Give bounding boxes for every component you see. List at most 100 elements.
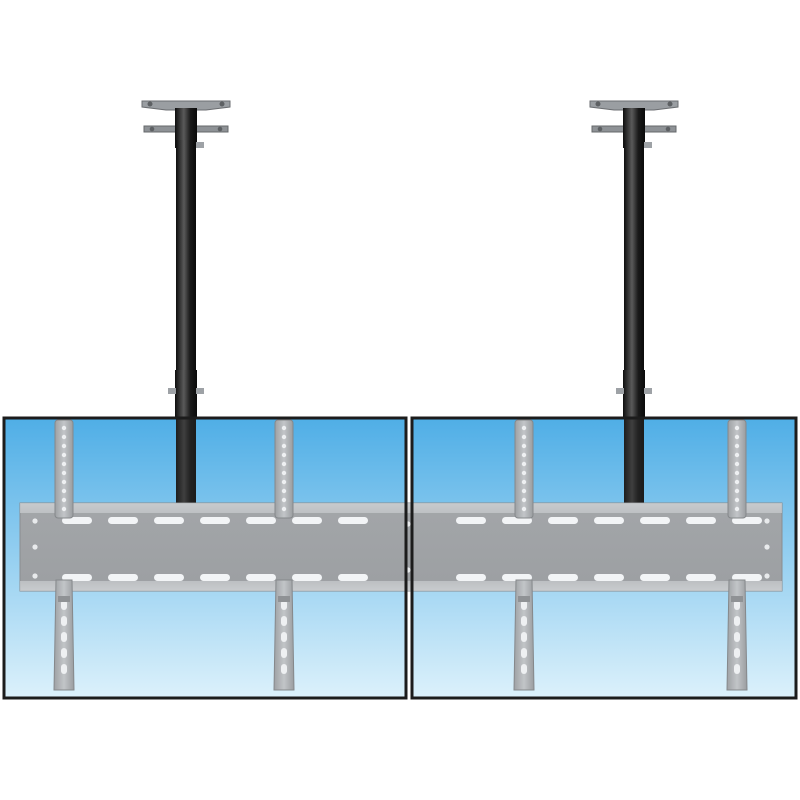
rail-slot bbox=[338, 574, 368, 581]
bracket-hole bbox=[61, 461, 67, 467]
pole-shaft-lower bbox=[176, 418, 196, 505]
rail-slot bbox=[62, 517, 92, 524]
bracket-hook bbox=[731, 596, 743, 602]
plate-hole bbox=[667, 101, 673, 107]
ceiling-poles bbox=[141, 100, 679, 505]
screen-right-frame bbox=[410, 416, 798, 700]
rail-top-lip bbox=[20, 503, 782, 513]
rail-slot bbox=[154, 574, 184, 581]
pole-assembly-1 bbox=[141, 100, 231, 505]
rail-slot bbox=[548, 574, 578, 581]
rail-slot bbox=[686, 574, 716, 581]
bracket-hole bbox=[734, 479, 740, 485]
collar-bolt bbox=[168, 388, 176, 394]
sleeve-bolt bbox=[196, 142, 204, 148]
bracket-hole bbox=[281, 479, 287, 485]
rail-hole bbox=[32, 573, 38, 579]
sleeve-bolt bbox=[644, 142, 652, 148]
bracket-hole bbox=[734, 452, 740, 458]
bracket-slot bbox=[61, 632, 67, 642]
mounting-rail bbox=[19, 502, 783, 592]
rail-slot bbox=[640, 517, 670, 524]
bracket-slot bbox=[521, 600, 527, 610]
bracket-slot bbox=[734, 648, 740, 658]
rail-slot bbox=[246, 517, 276, 524]
rail-hole bbox=[32, 544, 38, 550]
bracket-hole bbox=[521, 443, 527, 449]
pole-sleeve bbox=[623, 108, 645, 148]
bracket-hook bbox=[58, 596, 70, 602]
bracket-hole bbox=[734, 443, 740, 449]
bracket-slot bbox=[61, 648, 67, 658]
bracket-hole bbox=[61, 443, 67, 449]
bracket-hole bbox=[521, 488, 527, 494]
pole-assembly-2 bbox=[589, 100, 679, 505]
collar-bolt bbox=[196, 388, 204, 394]
bracket-hook bbox=[278, 596, 290, 602]
pole-shaft-lower bbox=[624, 418, 644, 505]
bracket-hole bbox=[61, 425, 67, 431]
bracket-slot bbox=[521, 616, 527, 626]
plate-hole bbox=[217, 126, 223, 132]
plate-hole bbox=[595, 101, 601, 107]
ceiling-plate bbox=[141, 100, 231, 111]
rail-hole bbox=[32, 518, 38, 524]
bracket-hole bbox=[281, 452, 287, 458]
rail-slot bbox=[292, 574, 322, 581]
bracket-hole bbox=[61, 497, 67, 503]
bracket-slot bbox=[281, 600, 287, 610]
rail-bottom-lip bbox=[20, 581, 782, 591]
bracket-4 bbox=[726, 419, 748, 691]
bracket-arm-upper bbox=[274, 419, 294, 519]
rail-slot bbox=[62, 574, 92, 581]
bracket-hole bbox=[734, 425, 740, 431]
pole-sleeve bbox=[175, 108, 197, 148]
plate-hole bbox=[219, 101, 225, 107]
screen-left-frame bbox=[2, 416, 408, 700]
bracket-slot bbox=[281, 632, 287, 642]
bracket-slot bbox=[734, 616, 740, 626]
bracket-arm-upper bbox=[727, 419, 747, 519]
plate-hole bbox=[665, 126, 671, 132]
bracket-hook bbox=[518, 596, 530, 602]
bracket-slot bbox=[734, 664, 740, 674]
bracket-hole bbox=[521, 452, 527, 458]
rail-slot bbox=[732, 574, 762, 581]
bracket-slot bbox=[281, 648, 287, 658]
bracket-hole bbox=[281, 443, 287, 449]
bracket-hole bbox=[734, 497, 740, 503]
tv-brackets bbox=[53, 419, 748, 691]
rail-hole bbox=[764, 518, 770, 524]
bracket-slot bbox=[281, 664, 287, 674]
pole-collar bbox=[623, 370, 645, 418]
rail-slot bbox=[108, 517, 138, 524]
rail-slot bbox=[640, 574, 670, 581]
bracket-slot bbox=[521, 648, 527, 658]
bracket-slot bbox=[521, 664, 527, 674]
bracket-hole bbox=[734, 461, 740, 467]
bracket-hole bbox=[734, 434, 740, 440]
bracket-hole bbox=[281, 488, 287, 494]
bracket-hole bbox=[61, 488, 67, 494]
bracket-hole bbox=[61, 479, 67, 485]
bracket-hole bbox=[61, 434, 67, 440]
rail-slot bbox=[502, 517, 532, 524]
bracket-slot bbox=[734, 632, 740, 642]
rail-slot bbox=[154, 517, 184, 524]
bracket-hole bbox=[281, 461, 287, 467]
rail-slot bbox=[456, 574, 486, 581]
collar-bolt bbox=[616, 388, 624, 394]
rail-slot bbox=[502, 574, 532, 581]
ceiling-plate bbox=[589, 100, 679, 111]
bracket-slot bbox=[61, 600, 67, 610]
bracket-arm-upper bbox=[54, 419, 74, 519]
bracket-slot bbox=[521, 632, 527, 642]
bracket-2 bbox=[273, 419, 295, 691]
collar-bolt bbox=[644, 388, 652, 394]
bracket-hole bbox=[734, 488, 740, 494]
screen-frames bbox=[2, 416, 798, 700]
plate-hole bbox=[149, 126, 155, 132]
bracket-slot bbox=[281, 616, 287, 626]
bracket-hole bbox=[734, 470, 740, 476]
